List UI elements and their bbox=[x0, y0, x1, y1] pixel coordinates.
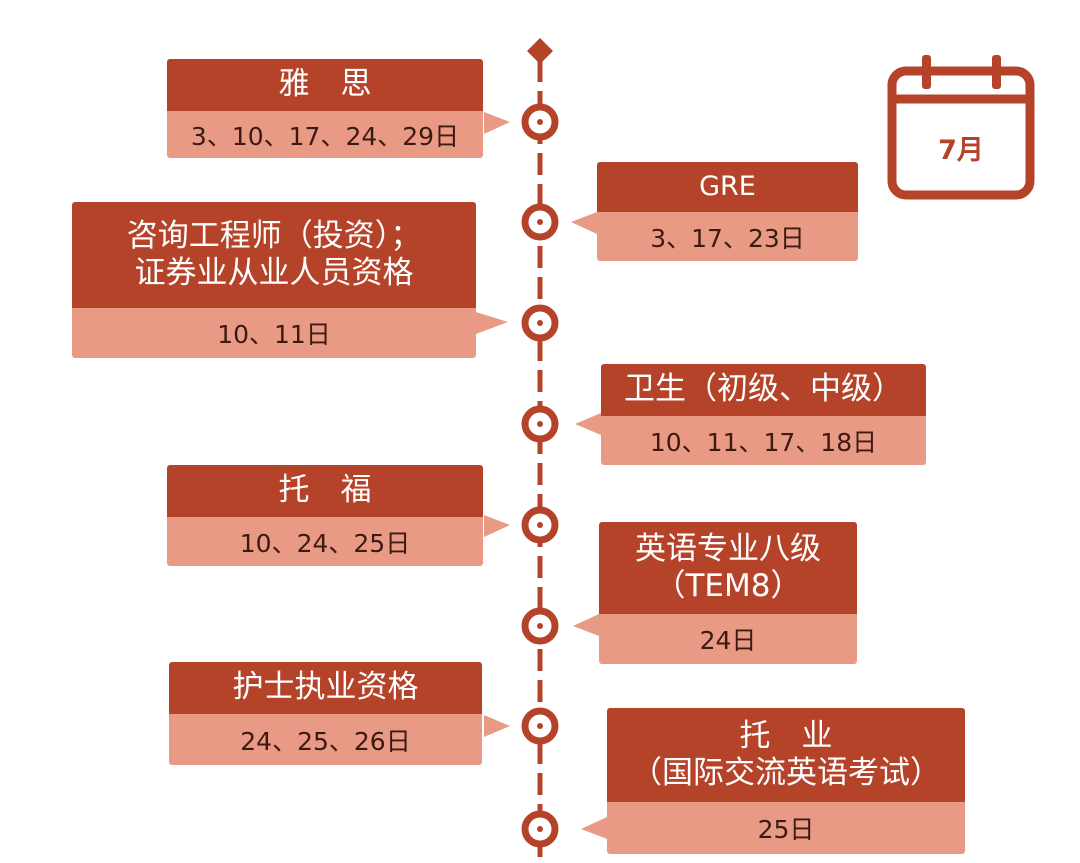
timeline-node bbox=[521, 810, 559, 848]
exam-card-consulting-securities: 咨询工程师（投资）； 证券业从业人员资格 10、11日 bbox=[72, 202, 476, 358]
exam-title: 雅 思 bbox=[167, 59, 483, 111]
pointer-health bbox=[575, 413, 601, 435]
timeline-start-diamond bbox=[527, 38, 553, 64]
timeline-node bbox=[521, 304, 559, 342]
pointer-nurse bbox=[484, 715, 510, 737]
month-label: 7月 bbox=[938, 135, 984, 166]
pointer-consult bbox=[476, 312, 508, 334]
timeline-node bbox=[521, 203, 559, 241]
timeline-node bbox=[521, 506, 559, 544]
exam-card-health: 卫生（初级、中级） 10、11、17、18日 bbox=[601, 364, 926, 465]
pointer-gre bbox=[571, 212, 597, 234]
exam-dates: 10、11、17、18日 bbox=[601, 416, 926, 465]
pointer-tem8 bbox=[573, 614, 599, 636]
calendar-icon bbox=[887, 55, 1035, 200]
pointer-toeic bbox=[581, 817, 607, 839]
pointer-ielts bbox=[484, 112, 510, 134]
exam-title: 英语专业八级 （TEM8） bbox=[599, 522, 857, 614]
exam-card-gre: GRE 3、17、23日 bbox=[597, 162, 858, 261]
exam-title: 托 业 （国际交流英语考试） bbox=[607, 708, 965, 802]
pointer-toefl bbox=[484, 515, 510, 537]
timeline-node bbox=[521, 103, 559, 141]
exam-dates: 24、25、26日 bbox=[169, 714, 482, 765]
exam-title: 咨询工程师（投资）； 证券业从业人员资格 bbox=[72, 202, 476, 308]
exam-dates: 10、11日 bbox=[72, 308, 476, 358]
exam-title: 护士执业资格 bbox=[169, 662, 482, 714]
exam-card-toefl: 托 福 10、24、25日 bbox=[167, 465, 483, 566]
exam-dates: 3、17、23日 bbox=[597, 212, 858, 261]
exam-dates: 3、10、17、24、29日 bbox=[167, 111, 483, 158]
exam-dates: 10、24、25日 bbox=[167, 517, 483, 566]
exam-card-toeic: 托 业 （国际交流英语考试） 25日 bbox=[607, 708, 965, 854]
timeline-node bbox=[521, 707, 559, 745]
timeline-node bbox=[521, 607, 559, 645]
exam-card-nurse: 护士执业资格 24、25、26日 bbox=[169, 662, 482, 765]
exam-card-ielts: 雅 思 3、10、17、24、29日 bbox=[167, 59, 483, 158]
exam-title: 卫生（初级、中级） bbox=[601, 364, 926, 416]
timeline-node bbox=[521, 405, 559, 443]
exam-title: GRE bbox=[597, 162, 858, 212]
exam-title: 托 福 bbox=[167, 465, 483, 517]
exam-dates: 25日 bbox=[607, 802, 965, 854]
exam-dates: 24日 bbox=[599, 614, 857, 664]
exam-card-tem8: 英语专业八级 （TEM8） 24日 bbox=[599, 522, 857, 664]
